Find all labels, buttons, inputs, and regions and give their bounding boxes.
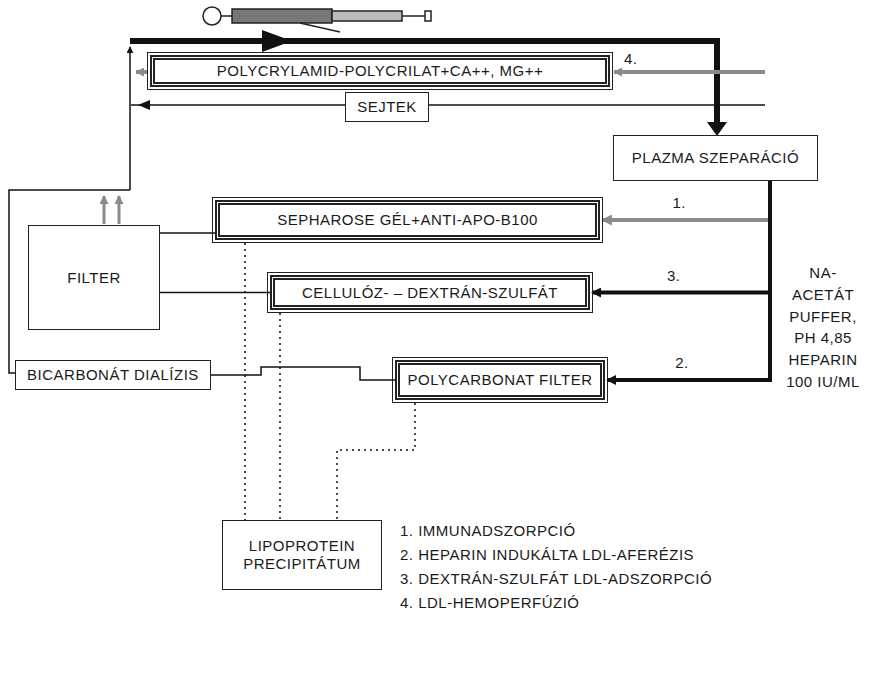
- box-text: CELLULÓZ- – DEXTRÁN-SZULFÁT: [302, 284, 558, 302]
- adsorber-box: CELLULÓZ- – DEXTRÁN-SZULFÁT: [270, 275, 590, 310]
- box-text: PLAZMA SZEPARÁCIÓ: [632, 149, 799, 167]
- flow-arrow: [602, 181, 770, 220]
- box-text: LIPOPROTEIN PRECIPITÁTUM: [223, 537, 381, 573]
- legend-line: 4. LDL-HEMOPERFÚZIÓ: [398, 594, 582, 612]
- box-text: SEPHAROSE GÉL+ANTI-APO-B100: [277, 211, 538, 229]
- callout-number: 3.: [665, 267, 683, 285]
- box-text: FILTER: [67, 269, 121, 287]
- cells-arrow: [138, 100, 150, 110]
- adsorber-box: SEPHAROSE GÉL+ANTI-APO-B100: [215, 200, 600, 240]
- box-text: BICARBONÁT DIALÍZIS: [27, 366, 199, 384]
- callout-number: 1.: [671, 194, 689, 212]
- flow-arrow: [592, 181, 770, 293]
- hemoperfusion-return: [136, 70, 148, 74]
- dotted-connector: [337, 403, 415, 520]
- filter-box: POLYCARBONAT FILTER: [395, 360, 605, 400]
- legend-line: 3. DEXTRÁN-SZULFÁT LDL-ADSZORPCIÓ: [398, 570, 714, 588]
- blood-line: [130, 30, 727, 136]
- dotted-connector: [279, 313, 281, 520]
- process-box: SEJTEK: [345, 92, 429, 122]
- callout-number: 2.: [673, 354, 691, 372]
- legend-line: 2. HEPARIN INDUKÁLTA LDL-AFERÉZIS: [398, 546, 696, 564]
- filter-outlet: [118, 196, 121, 224]
- flow-arrow: [160, 292, 270, 294]
- syringe-icon: [203, 7, 431, 32]
- buffer-note: NA-ACETÁT PUFFER, PH 4,85 HEPARIN 100 IU…: [778, 262, 868, 393]
- dialysis-box: BICARBONÁT DIALÍZIS: [15, 360, 211, 390]
- hemoperfusion-line: [614, 70, 765, 74]
- process-box: PLAZMA SZEPARÁCIÓ: [613, 135, 818, 181]
- flow-arrow: [211, 367, 395, 380]
- precipitate-box: LIPOPROTEIN PRECIPITÁTUM: [222, 520, 382, 590]
- cells-line: [131, 104, 765, 106]
- box-text: POLYCRYLAMID-POLYCRILAT+CA++, MG++: [217, 62, 543, 80]
- legend-line: 1. IMMUNADSZORPCIÓ: [398, 522, 578, 540]
- flow-arrow: [607, 181, 770, 380]
- filter-box: FILTER: [28, 225, 160, 330]
- process-box: POLYCRYLAMID-POLYCRILAT+CA++, MG++: [150, 55, 610, 87]
- box-text: SEJTEK: [357, 98, 417, 116]
- flow-arrow: [160, 232, 215, 234]
- filter-outlet: [103, 196, 106, 224]
- callout-number: 4.: [622, 50, 640, 68]
- box-text: POLYCARBONAT FILTER: [407, 371, 592, 389]
- dotted-connector: [244, 243, 246, 520]
